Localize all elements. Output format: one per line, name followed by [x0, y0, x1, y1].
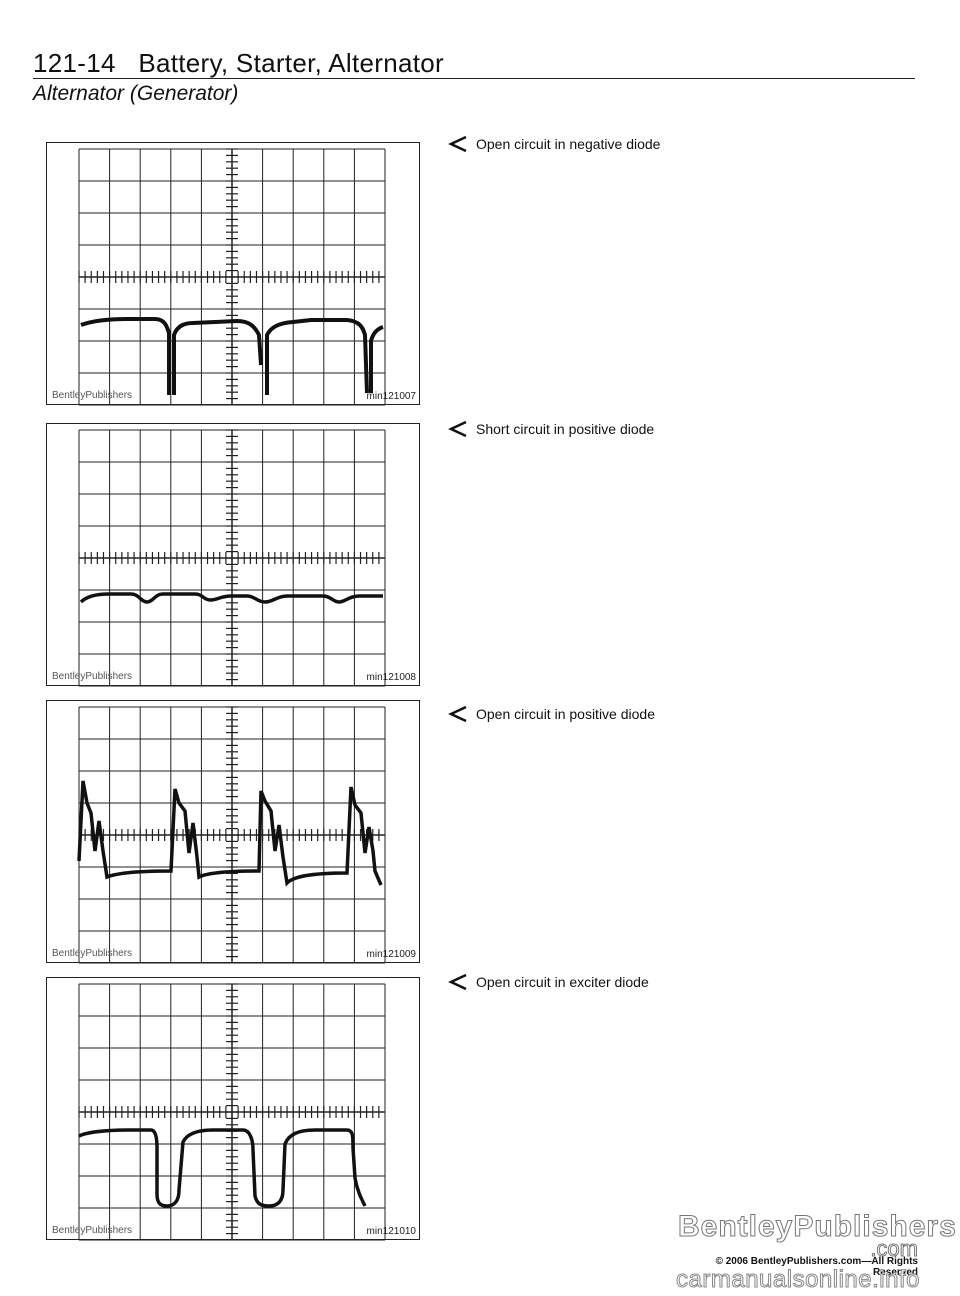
caption-text: Open circuit in positive diode: [476, 706, 655, 722]
oscilloscope-figure-2: BentleyPublishers min121008: [46, 423, 420, 687]
caption-4: Open circuit in exciter diode: [448, 973, 649, 991]
scope-trace-3: [77, 706, 386, 964]
caption-text: Open circuit in exciter diode: [476, 974, 649, 990]
caption-text: Short circuit in positive diode: [476, 421, 655, 437]
oscilloscope-figure-1: BentleyPublishers min121007: [46, 142, 420, 406]
figure-id: min121009: [366, 949, 416, 960]
logo-sub-text: .com: [870, 1236, 919, 1262]
chapter-title: Battery, Starter, Alternator: [138, 48, 444, 78]
scope-trace-2: [78, 429, 386, 687]
watermark-text: BentleyPublishers: [52, 671, 133, 682]
figure-id: min121008: [366, 672, 416, 683]
site-watermark: carmanualsonline.info: [676, 1266, 920, 1294]
caption-3: Open circuit in positive diode: [448, 705, 655, 723]
figure-id: min121007: [366, 391, 416, 402]
waveform-short-positive-diode: [79, 592, 383, 604]
scope-trace-4: [78, 983, 386, 1241]
section-title: Alternator (Generator): [33, 82, 239, 105]
waveform-open-exciter-diode: [78, 1128, 367, 1208]
pointer-arrow-icon: [448, 135, 467, 153]
caption-2: Short circuit in positive diode: [448, 420, 654, 438]
caption-text: Open circuit in negative diode: [476, 136, 661, 152]
caption-1: Open circuit in negative diode: [448, 135, 660, 153]
copyright-notice: © 2006 BentleyPublishers.com—All Rights …: [715, 1256, 918, 1278]
scope-trace-1: [78, 148, 386, 406]
waveform-open-positive-diode: [77, 780, 383, 887]
watermark-text: BentleyPublishers: [52, 390, 133, 401]
oscilloscope-figure-3: BentleyPublishers min121009: [46, 700, 420, 964]
figure-id: min121010: [366, 1226, 416, 1237]
watermark-text: BentleyPublishers: [52, 948, 133, 959]
waveform-open-negative-diode: [80, 317, 384, 395]
pointer-arrow-icon: [448, 973, 467, 991]
pointer-arrow-icon: [448, 705, 467, 723]
page-number: 121-14: [33, 48, 116, 78]
oscilloscope-figure-4: BentleyPublishers min121010: [46, 977, 420, 1241]
watermark-text: BentleyPublishers: [52, 1225, 133, 1236]
header-rule: [33, 78, 915, 79]
publisher-logo: BentleyPublishers .com: [678, 1210, 957, 1262]
logo-main-text: BentleyPublishers: [678, 1210, 957, 1244]
pointer-arrow-icon: [448, 420, 467, 438]
page-header-title: 121-14 Battery, Starter, Alternator: [33, 48, 444, 79]
